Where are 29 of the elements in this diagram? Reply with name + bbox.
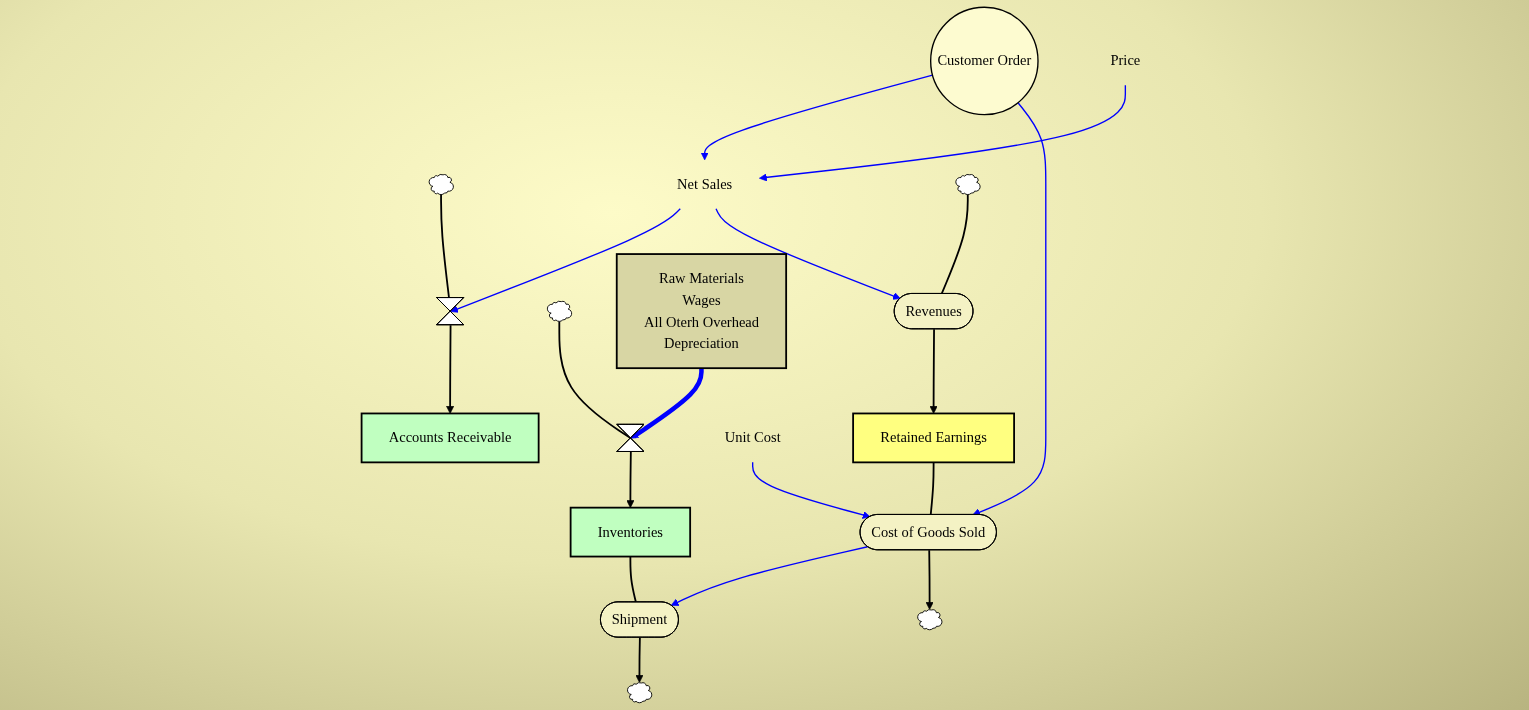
arrow xyxy=(972,102,1047,516)
node-box: Accounts Receivable xyxy=(360,412,540,464)
arrow xyxy=(670,546,869,606)
node-cloud xyxy=(917,609,943,631)
arrow xyxy=(929,328,938,414)
node-cloud xyxy=(627,682,653,704)
node-cloud xyxy=(428,174,454,196)
arrow xyxy=(626,451,635,508)
node-text: Net Sales xyxy=(677,176,733,192)
node-box: Retained Earnings xyxy=(852,412,1015,464)
node-box: Inventories xyxy=(569,506,692,558)
arrow xyxy=(446,324,455,414)
node-cloud xyxy=(546,300,573,322)
node-cloud xyxy=(955,174,981,196)
arrow xyxy=(450,208,681,313)
arrow xyxy=(635,636,644,683)
arrow xyxy=(630,368,704,439)
node-box: Raw Materials Wages All Oterh Overhead Depreciation xyxy=(615,253,788,370)
arrow xyxy=(700,74,934,161)
node-circle: Customer Order xyxy=(930,6,1039,116)
node-text: Price xyxy=(1110,52,1141,69)
connector xyxy=(940,193,969,295)
connector xyxy=(440,193,450,299)
connector xyxy=(929,461,935,516)
node-text: Unit Cost xyxy=(724,429,781,446)
arrow xyxy=(925,549,934,610)
arrow xyxy=(759,84,1127,182)
arrow xyxy=(752,461,871,519)
arrow xyxy=(715,208,901,300)
